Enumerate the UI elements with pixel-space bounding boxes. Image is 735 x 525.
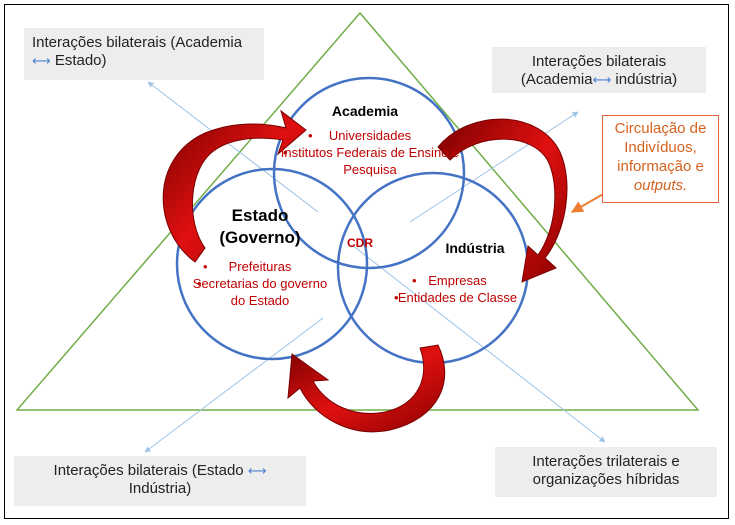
box-academia-estado-line2: Estado) bbox=[54, 52, 107, 69]
box-academia-estado-line1: Interações bilaterais (Academia bbox=[32, 34, 243, 51]
academia-item: Institutos Federais de Ensino e Pesquisa bbox=[275, 144, 465, 178]
cdr-label: CDR bbox=[347, 236, 373, 250]
estado-list: Prefeituras Secretarias do governo do Es… bbox=[185, 258, 335, 309]
box-trilaterais-line1: Interações trilaterais e bbox=[532, 453, 680, 470]
line-to-bottom-left bbox=[144, 317, 324, 453]
box-estado-industria-line1: Interações bilaterais (Estado bbox=[53, 462, 244, 479]
industria-title: Indústria bbox=[445, 240, 505, 256]
estado-title-line1: Estado bbox=[231, 206, 289, 225]
industria-list: Empresas Entidades de Classe bbox=[390, 272, 525, 306]
estado-item: Prefeituras bbox=[185, 258, 335, 275]
double-arrow-icon: ⟷ bbox=[247, 463, 267, 478]
academia-item: Universidades bbox=[275, 127, 465, 144]
box-academia-industria-line2b: indústria) bbox=[615, 71, 678, 88]
box-circulacao-line1: Circulação de bbox=[614, 120, 707, 137]
box-academia-industria: Interações bilaterais (Academia⟷ indústr… bbox=[492, 47, 706, 93]
academia-title: Academia bbox=[331, 103, 399, 119]
box-circulacao-line3: informação e bbox=[617, 158, 704, 175]
box-academia-industria-line1: Interações bilaterais bbox=[531, 53, 667, 70]
box-academia-industria-line2a: (Academia bbox=[520, 71, 593, 88]
industria-item: Empresas bbox=[390, 272, 525, 289]
estado-title: Estado (Governo) bbox=[205, 205, 315, 249]
box-circulacao-line4: outputs. bbox=[633, 177, 688, 194]
curved-arrow-estado-to-academia bbox=[162, 109, 307, 263]
double-arrow-icon: ⟷ bbox=[32, 53, 51, 68]
industria-item: Entidades de Classe bbox=[390, 289, 525, 306]
box-estado-industria: Interações bilaterais (Estado ⟷ Indústri… bbox=[14, 456, 306, 506]
box-academia-estado: Interações bilaterais (Academia ⟷ Estado… bbox=[24, 28, 264, 80]
academia-list: Universidades Institutos Federais de Ens… bbox=[275, 127, 465, 178]
box-circulacao-line2: Indivíduos, bbox=[624, 139, 697, 156]
circle-estado bbox=[175, 167, 369, 361]
line-to-top-left bbox=[147, 81, 319, 213]
curved-arrow-industria-to-estado bbox=[287, 344, 446, 433]
box-circulacao: Circulação de Indivíduos, informação e o… bbox=[602, 115, 719, 203]
line-to-top-right bbox=[409, 111, 579, 223]
double-arrow-icon: ⟷ bbox=[592, 72, 612, 87]
orange-arrow bbox=[570, 192, 606, 213]
box-trilaterais: Interações trilaterais e organizações hí… bbox=[495, 447, 717, 497]
box-trilaterais-line2: organizações híbridas bbox=[532, 471, 680, 488]
estado-item: Secretarias do governo do Estado bbox=[185, 275, 335, 309]
box-estado-industria-line2: Indústria) bbox=[128, 480, 192, 497]
estado-title-line2: (Governo) bbox=[219, 228, 301, 247]
